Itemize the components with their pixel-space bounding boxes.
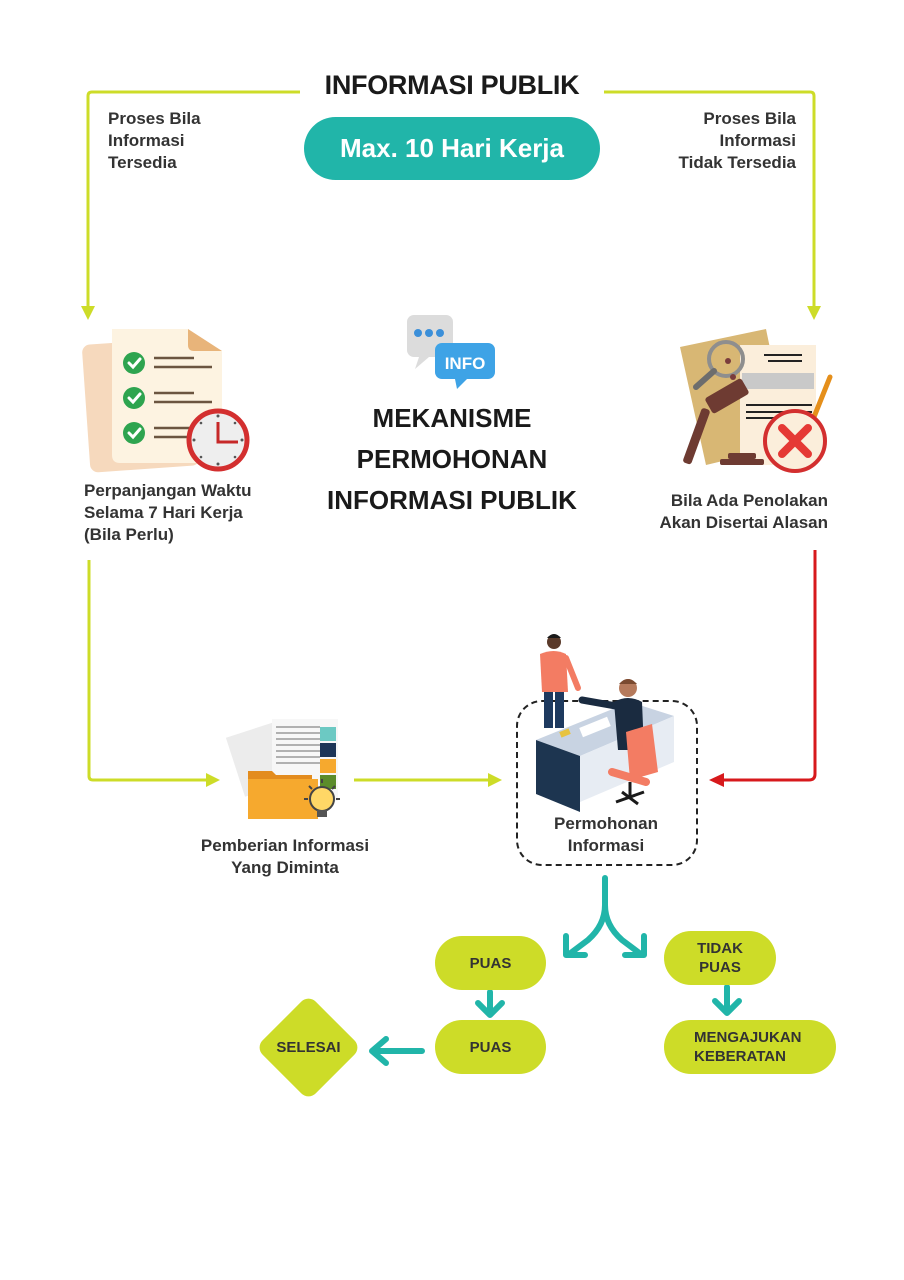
gavel-rejected-document-icon [680, 329, 833, 473]
caption-line: Permohonan [554, 814, 658, 833]
request-caption: Permohonan Informasi [516, 813, 696, 857]
to-selesai-arrow [369, 1036, 425, 1066]
label-line: Proses Bila [108, 109, 201, 128]
split-arrow-stem [565, 875, 608, 958]
caption-line: Akan Disertai Alasan [659, 513, 829, 532]
caption-line: Informasi [567, 836, 645, 855]
checklist-clock-icon [82, 329, 250, 473]
selesai-end-node: SELESAI [255, 994, 362, 1101]
delivery-caption: Pemberian Informasi Yang Diminta [180, 835, 390, 879]
top-right-connector [592, 90, 816, 308]
puas-down-arrow [475, 989, 505, 1018]
pill-line: KEBERATAN [694, 1048, 786, 1065]
arrowhead-to-delivery [206, 773, 220, 787]
arrowhead-to-request [488, 773, 502, 787]
top-left-connector [86, 90, 308, 308]
label-line: Informasi [719, 131, 796, 150]
label-line: Tidak Tersedia [678, 153, 796, 172]
puas-result-pill: PUAS [435, 1020, 546, 1074]
caption-line: (Bila Perlu) [84, 525, 174, 544]
main-title: MEKANISME PERMOHONAN INFORMASI PUBLIK [300, 398, 604, 521]
arrowhead-rejection [709, 773, 724, 787]
pill-line: TIDAK [697, 940, 743, 957]
selesai-label: SELESAI [276, 1039, 341, 1056]
caption-line: Yang Diminta [231, 858, 339, 877]
label-line: Tersedia [108, 153, 177, 172]
label-line: Proses Bila [703, 109, 796, 128]
right-branch-label: Proses Bila Informasi Tidak Tersedia [679, 108, 796, 174]
folder-documents-lightbulb-icon [226, 719, 340, 819]
tidak-puas-down-arrow [712, 984, 742, 1016]
label-line: Informasi [108, 131, 185, 150]
caption-line: Perpanjangan Waktu [84, 481, 252, 500]
left-branch-label: Proses Bila Informasi Tersedia [108, 108, 201, 174]
objection-pill: MENGAJUKAN KEBERATAN [664, 1020, 836, 1074]
caption-line: Pemberian Informasi [200, 836, 370, 855]
caption-line: Selama 7 Hari Kerja [84, 503, 243, 522]
puas-outcome-pill: PUAS [435, 936, 546, 990]
arrowhead-left-down [81, 306, 95, 320]
extension-caption: Perpanjangan Waktu Selama 7 Hari Kerja (… [84, 480, 252, 546]
rejection-caption: Bila Ada Penolakan Akan Disertai Alasan [660, 490, 829, 534]
pill-line: MENGAJUKAN [694, 1029, 802, 1046]
title-line: PERMOHONAN [356, 444, 548, 474]
split-arrow-left-head [563, 933, 588, 958]
info-icon-text: INFO [445, 354, 486, 373]
pill-line: PUAS [699, 959, 741, 976]
service-desk-icon [536, 634, 674, 812]
header-title: INFORMASI PUBLIK [300, 70, 604, 101]
arrowhead-right-down [807, 306, 821, 320]
title-line: MEKANISME [372, 403, 532, 433]
split-arrow-right-head [622, 933, 647, 958]
title-line: INFORMASI PUBLIK [327, 485, 577, 515]
deadline-badge: Max. 10 Hari Kerja [304, 117, 600, 180]
rejection-connector [722, 550, 817, 782]
caption-line: Bila Ada Penolakan [670, 491, 828, 510]
left-down-connector [87, 560, 208, 782]
info-chat-bubble-icon: INFO [407, 315, 495, 389]
tidak-puas-outcome-pill: TIDAK PUAS [664, 931, 776, 985]
